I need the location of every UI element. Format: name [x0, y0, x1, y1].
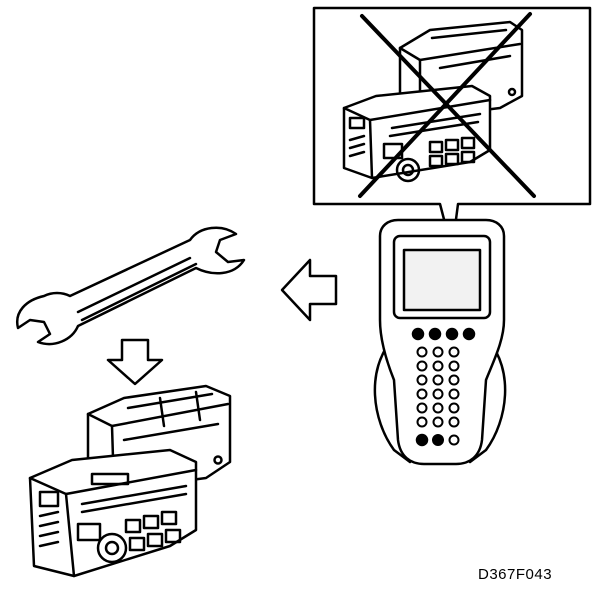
arrow-left-icon	[280, 258, 338, 322]
scan-tool-icon	[373, 218, 507, 466]
callout-box	[312, 6, 592, 252]
figure-code-label: D367F043	[478, 566, 553, 583]
cross-out-mark-icon	[358, 12, 536, 198]
wrench-icon	[15, 226, 246, 346]
scan-tool-screen	[402, 248, 482, 312]
arrow-down-icon	[106, 338, 164, 386]
radio-unit-icon	[28, 384, 232, 578]
